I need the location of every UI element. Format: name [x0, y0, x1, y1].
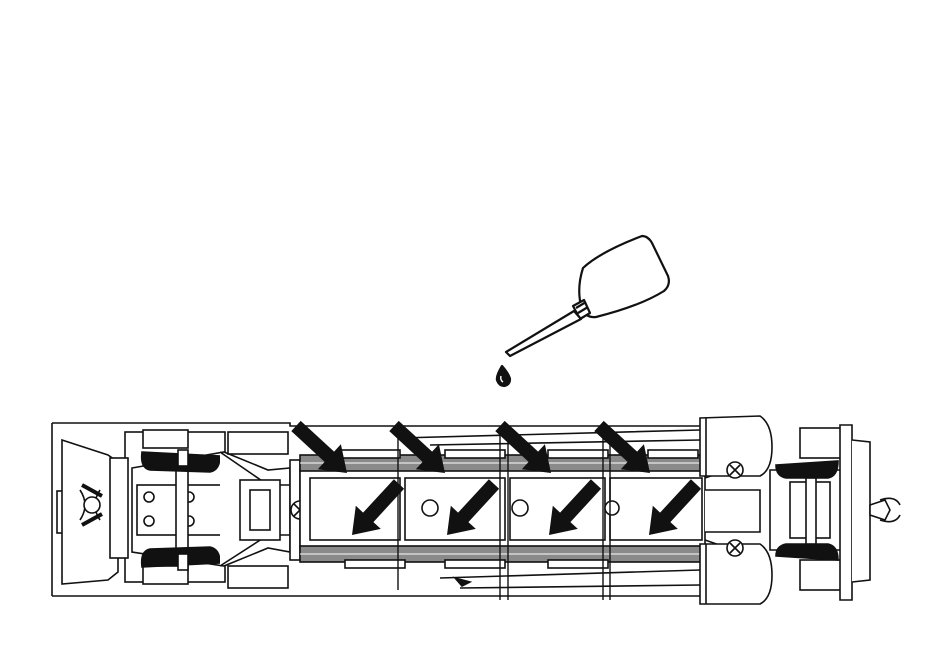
lower-wheel-rail — [300, 546, 705, 588]
leading-truck — [770, 425, 900, 600]
rear-buffer-beam — [57, 440, 118, 584]
oil-can-icon — [497, 236, 669, 386]
